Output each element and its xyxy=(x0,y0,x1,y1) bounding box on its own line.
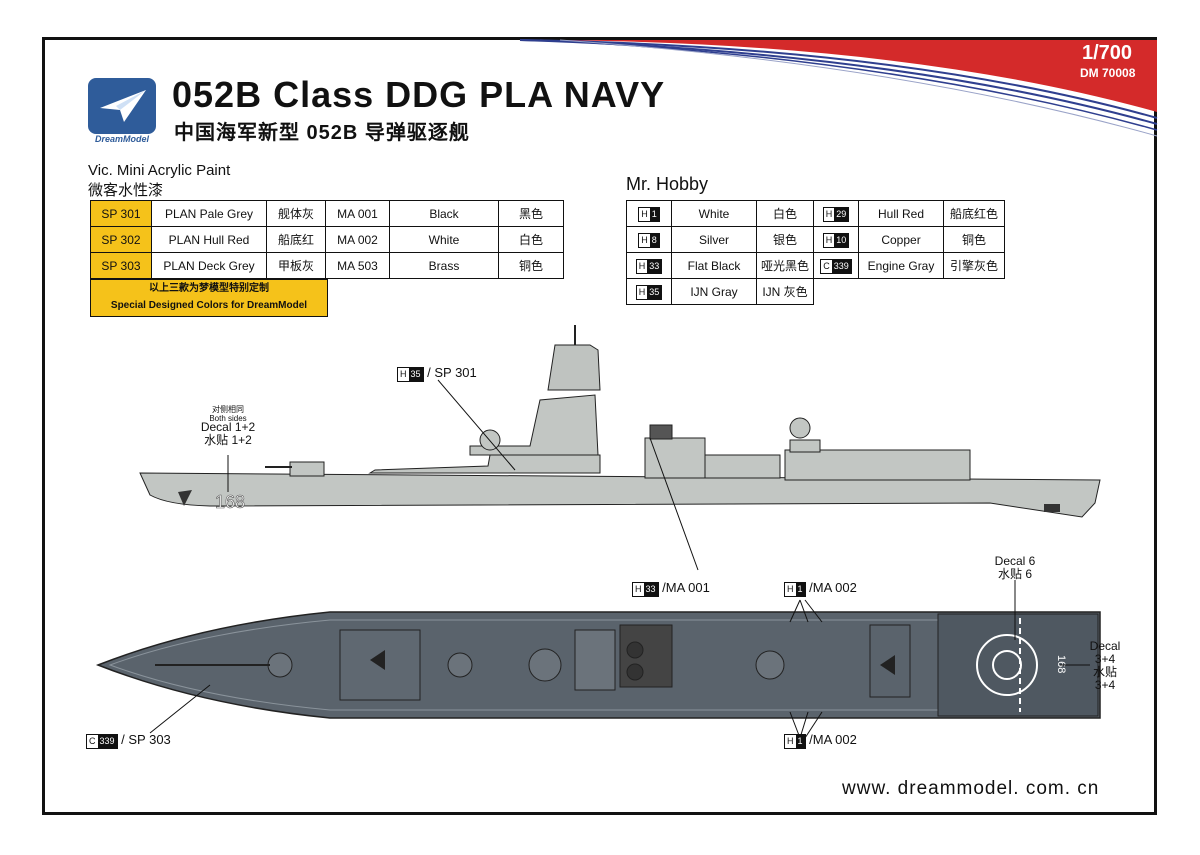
hobby-heading: Mr. Hobby xyxy=(626,174,709,194)
hobby-name: Silver xyxy=(671,226,757,253)
special-note-en: Special Designed Colors for DreamModel xyxy=(110,300,308,311)
hobby-name: Hull Red xyxy=(858,200,945,227)
hobby-name: IJN Gray xyxy=(671,278,757,305)
ma-name: Black xyxy=(389,200,499,227)
logo-text: DreamModel xyxy=(94,134,149,144)
paint-name: PLAN Pale Grey xyxy=(151,200,267,227)
hobby-name: Engine Gray xyxy=(858,252,945,279)
deck-hull-number: 168 xyxy=(1055,655,1067,673)
scale-label: 1/700 xyxy=(1082,42,1133,64)
ma-name: Brass xyxy=(389,252,499,279)
vic-heading: Vic. Mini Acrylic Paint xyxy=(88,162,231,179)
ship-side-profile xyxy=(139,325,1101,518)
hull-number: 168 xyxy=(215,492,245,512)
ma-name-zh: 黑色 xyxy=(498,200,564,227)
paint-name: PLAN Hull Red xyxy=(151,226,267,253)
ma-name-zh: 铜色 xyxy=(498,252,564,279)
paint-name: PLAN Deck Grey xyxy=(151,252,267,279)
decal-3-4-label: Decal 3+4 水贴 3+4 xyxy=(1089,639,1121,692)
dreammodel-logo xyxy=(88,78,156,134)
hobby-name: Flat Black xyxy=(671,252,757,279)
page-title: 052B Class DDG PLA NAVY xyxy=(172,74,666,115)
plane-logo-icon xyxy=(100,90,146,122)
decal-6-label: Decal 6 水贴 6 xyxy=(994,554,1036,581)
hobby-name-zh: 哑光黑色 xyxy=(755,252,815,279)
vic-heading-chinese: 微客水性漆 xyxy=(88,182,164,199)
page-frame xyxy=(42,37,1157,815)
hobby-name-zh: 引擎灰色 xyxy=(943,252,1006,279)
hobby-name-zh: 白色 xyxy=(755,200,815,227)
hobby-name: White xyxy=(671,200,757,227)
website-url[interactable]: www. dreammodel. com. cn xyxy=(842,778,1100,799)
leader-lines xyxy=(149,379,1090,739)
ma-code: MA 503 xyxy=(325,252,390,279)
product-code: DM 70008 xyxy=(1080,66,1136,80)
ship-top-view xyxy=(95,611,1101,719)
decal-side-label: Decal 1+2 水贴 1+2 xyxy=(200,420,256,447)
hobby-name-zh: 船底红色 xyxy=(943,200,1006,227)
special-note-zh: 以上三款为梦模型特别定制 xyxy=(149,283,269,294)
hobby-name-zh: IJN 灰色 xyxy=(755,278,815,305)
paint-code: SP 303 xyxy=(90,252,152,279)
ma-code: MA 001 xyxy=(325,200,390,227)
hobby-name-zh: 铜色 xyxy=(943,226,1006,253)
table-row: SP 303 PLAN Deck Grey 甲板灰 MA 503 Brass 铜… xyxy=(90,252,564,279)
special-colors-note: 以上三款为梦模型特别定制 Special Designed Colors for… xyxy=(90,279,328,317)
paint-name-zh: 甲板灰 xyxy=(266,252,326,279)
paint-code: SP 301 xyxy=(90,200,152,227)
page-title-chinese: 中国海军新型 052B 导弹驱逐舰 xyxy=(174,122,470,144)
vic-paint-table: SP 301 PLAN Pale Grey 舰体灰 MA 001 Black 黑… xyxy=(90,200,564,279)
decal-side-note: 对侧相同 Both sides xyxy=(209,405,247,423)
